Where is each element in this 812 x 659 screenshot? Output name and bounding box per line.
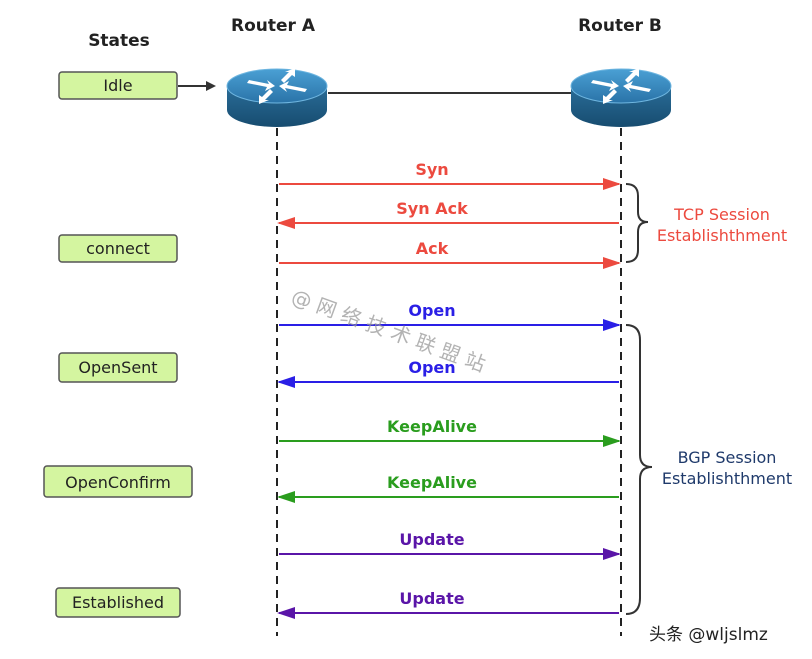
watermark: @ 网 络 技 术 联 盟 站 — [288, 284, 488, 377]
router-a-icon — [226, 68, 328, 127]
message-keepalive-1-label: KeepAlive — [387, 417, 477, 436]
tcp-brace — [625, 183, 649, 263]
message-open-2: Open — [277, 358, 619, 388]
message-syn-ack-label: Syn Ack — [396, 199, 468, 218]
state-connect: connect — [58, 234, 178, 263]
message-syn-ack: Syn Ack — [277, 199, 619, 229]
message-ack: Ack — [279, 239, 621, 269]
bgp-brace — [625, 324, 653, 615]
state-idle-label: Idle — [103, 76, 132, 95]
message-keepalive-2-label: KeepAlive — [387, 473, 477, 492]
message-open-2-label: Open — [408, 358, 455, 377]
credit: 头条 @wljslmz — [649, 625, 768, 645]
state-established-label: Established — [72, 593, 164, 612]
message-keepalive-1: KeepAlive — [279, 417, 621, 447]
state-connect-label: connect — [86, 239, 150, 258]
state-opensent: OpenSent — [58, 352, 178, 383]
router-a-header: Router A — [231, 16, 316, 36]
states-header: States — [88, 31, 150, 51]
tcp-phase-line2: Establishthment — [657, 226, 787, 245]
message-update-2: Update — [277, 589, 619, 619]
router-b-header: Router B — [578, 16, 662, 36]
bgp-phase-line1: BGP Session — [678, 448, 777, 467]
message-syn-label: Syn — [415, 160, 448, 179]
message-update-2-label: Update — [399, 589, 464, 608]
tcp-phase-line1: TCP Session — [673, 205, 770, 224]
message-update-1-label: Update — [399, 530, 464, 549]
router-b-icon — [570, 68, 672, 127]
message-keepalive-2: KeepAlive — [277, 473, 619, 503]
state-idle: Idle — [58, 71, 178, 100]
state-opensent-label: OpenSent — [78, 358, 157, 377]
message-update-1: Update — [279, 530, 621, 560]
state-openconfirm: OpenConfirm — [43, 465, 193, 498]
state-established: Established — [55, 587, 181, 618]
message-open-1-label: Open — [408, 301, 455, 320]
message-open-1: Open — [279, 301, 621, 331]
state-openconfirm-label: OpenConfirm — [65, 473, 171, 492]
message-ack-label: Ack — [416, 239, 449, 258]
bgp-phase-line2: Establishthment — [662, 469, 792, 488]
message-syn: Syn — [279, 160, 621, 190]
